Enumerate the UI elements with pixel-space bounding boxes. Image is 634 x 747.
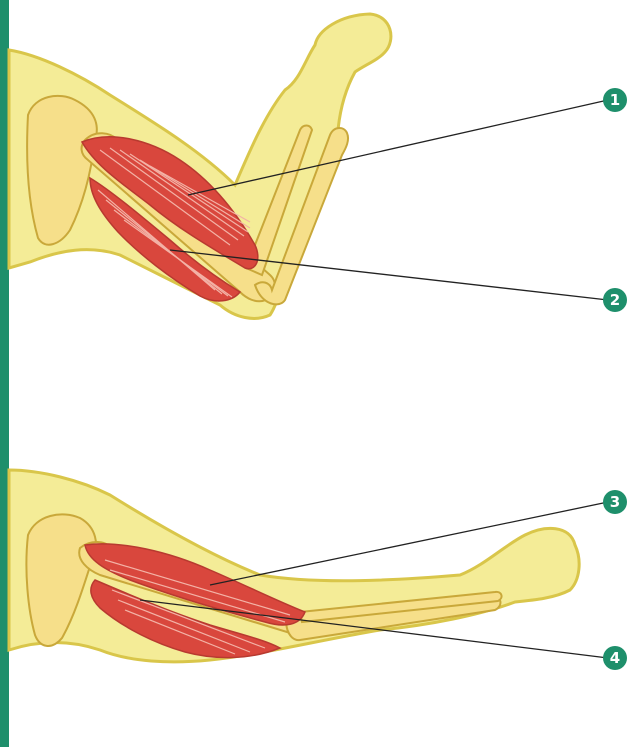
svg-text:3: 3 (610, 493, 620, 511)
marker-4: 4 (603, 646, 627, 670)
svg-text:1: 1 (610, 91, 620, 109)
marker-2: 2 (603, 288, 627, 312)
svg-text:2: 2 (610, 291, 620, 309)
svg-text:4: 4 (610, 649, 620, 667)
marker-3: 3 (603, 490, 627, 514)
marker-1: 1 (603, 88, 627, 112)
